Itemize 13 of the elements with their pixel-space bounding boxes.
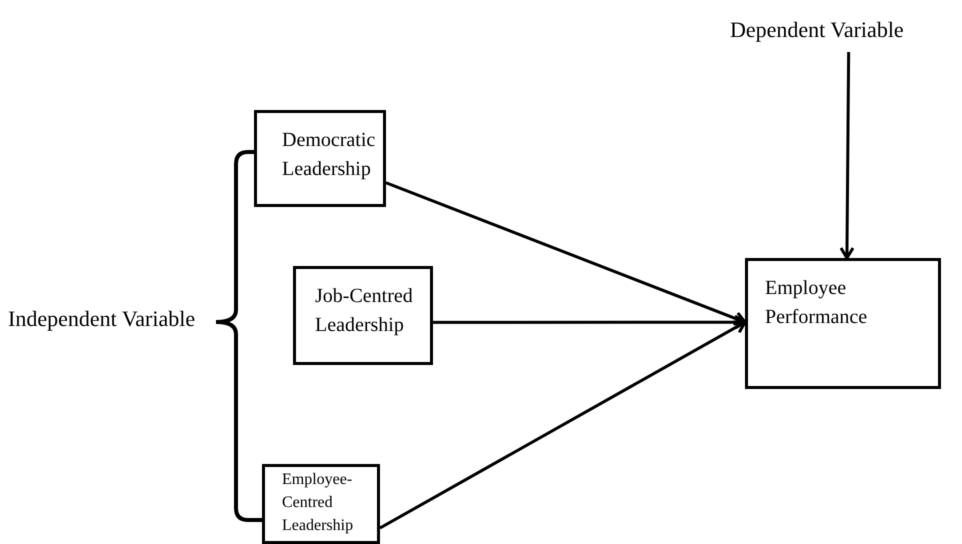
outcome-box (745, 258, 941, 389)
arrow (385, 181, 746, 326)
arrow (840, 52, 854, 260)
box-label: Job-Centred Leadership (315, 284, 414, 338)
box-label: Democratic Leadership (282, 128, 376, 182)
arrow (379, 320, 746, 530)
variable-label: Independent Variable (8, 305, 196, 333)
process-box (262, 464, 380, 544)
process-box (293, 266, 433, 365)
variable-heading: Dependent Variable (730, 16, 905, 44)
process-box (254, 110, 386, 207)
box-label: Employee Performance (765, 276, 868, 330)
box-label: Employee-Centred Leadership (282, 470, 354, 536)
